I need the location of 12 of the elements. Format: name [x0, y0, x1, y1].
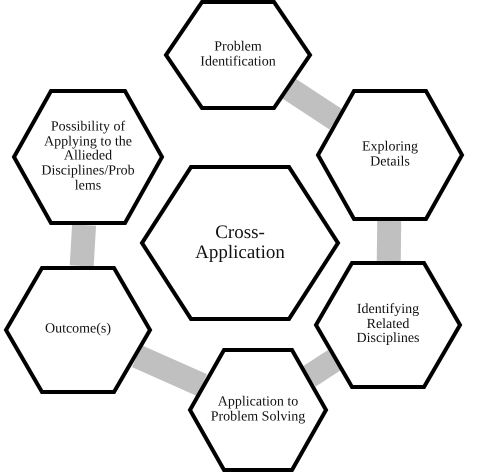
node-label: Possibility of Applying to the Allieded Disciplines/Problems — [40, 120, 136, 194]
node-label: Problem Identification — [199, 40, 277, 70]
connector-band — [376, 220, 402, 262]
connector-band — [70, 224, 96, 267]
connector-band — [302, 350, 341, 387]
node-label: Outcome(s) — [44, 322, 112, 338]
node-label: Exploring Details — [361, 140, 419, 170]
node-label: Identifying Related Disciplines — [356, 302, 420, 348]
node-label: Cross-Application — [194, 223, 286, 263]
connector-band — [282, 78, 343, 130]
connector-band — [132, 345, 207, 396]
node-label: Application to Problem Solving — [210, 395, 306, 425]
